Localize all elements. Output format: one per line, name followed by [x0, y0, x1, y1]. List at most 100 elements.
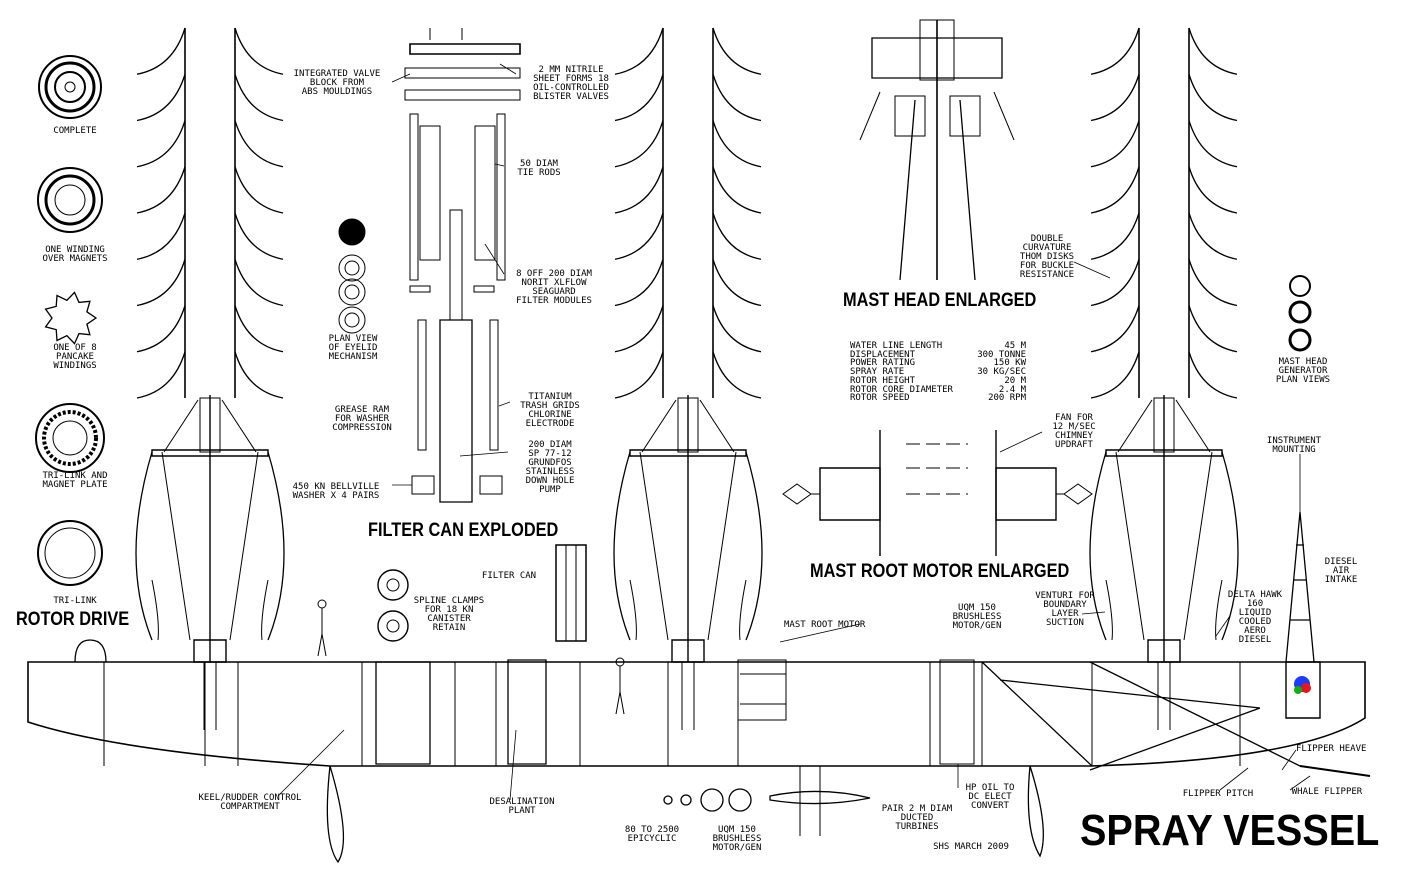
mast-root-motor-label: MAST ROOT MOTOR — [784, 620, 866, 630]
delta-hawk-engine — [1286, 662, 1320, 718]
double-curvature-label: DOUBLE CURVATURE THOM DISKS FOR BUCKLE R… — [1019, 234, 1075, 280]
mast-head-stays — [1118, 400, 1210, 452]
rotor-sail-disk-right — [235, 28, 283, 398]
mast-head-brace — [860, 92, 1014, 140]
rotor-sail-disk-left — [137, 28, 185, 398]
filter-can-label: FILTER CAN — [481, 571, 537, 581]
spec-value: 2.4 M — [998, 384, 1026, 395]
filter-modules-label: 8 OFF 200 DIAM NORIT XLFLOW SEAGUARD FIL… — [516, 269, 592, 306]
mast-head-bearing-right — [950, 96, 980, 136]
keel-compartment-label: KEEL/RUDDER CONTROL COMPARTMENT — [198, 793, 302, 812]
rotor-winding-mid — [46, 176, 94, 224]
spline-clamp-outer — [378, 611, 408, 641]
rotor-view-pancake-label: ONE OF 8 PANCAKE WINDINGS — [53, 343, 97, 371]
mast-head-stays — [642, 400, 734, 452]
rotor-skirt-inner-right — [262, 580, 268, 640]
filter-valve-block-top — [410, 44, 520, 54]
ducted-turbines-label: PAIR 2 M DIAM DUCTED TURBINES — [881, 804, 953, 832]
uqm-motor-gen-top-label: UQM 150 BRUSHLESS MOTOR/GEN — [952, 603, 1002, 631]
rotor-skirt-left — [1090, 452, 1106, 640]
epicyclic-label: 80 TO 2500 EPICYCLIC — [624, 825, 680, 844]
spec-row: SPRAY RATE 30 KG/SEC — [850, 368, 1026, 377]
rotor-complete-hub — [65, 82, 75, 92]
spec-label: ROTOR CORE DIAMETER — [850, 384, 953, 395]
leader-line — [485, 244, 504, 274]
leader-line — [460, 452, 508, 456]
tie-rods-label: 50 DIAM TIE RODS — [517, 159, 561, 178]
flipper-heave-label: FLIPPER HEAVE — [1296, 744, 1367, 754]
filter-module — [420, 126, 440, 260]
eyelid-disc-inner — [345, 285, 359, 299]
spline-clamp-outer — [378, 570, 408, 600]
rotor-skirt-right — [1222, 452, 1238, 640]
generator-plan-view — [1290, 330, 1310, 350]
leader-line — [1082, 612, 1105, 614]
spray-vessel-title: SPRAY VESSEL — [1080, 806, 1380, 855]
leader-line — [780, 624, 860, 642]
spec-value: 30 KG/SEC — [977, 367, 1026, 378]
rotor-view-winding-label: ONE WINDING OVER MAGNETS — [42, 245, 108, 264]
aft-rudder — [1028, 766, 1043, 856]
leader-line — [1074, 262, 1110, 278]
leader-line — [500, 64, 516, 74]
leader-line — [1000, 432, 1042, 452]
rotor-trilink-plate-outer — [36, 404, 104, 472]
rotor-drive-title: ROTOR DRIVE — [16, 609, 130, 630]
trash-grids-label: TITANIUM TRASH GRIDS CHLORINE ELECTRODE — [520, 392, 580, 429]
flipper-linkage — [982, 662, 1300, 770]
eyelid-label: PLAN VIEW OF EYELID MECHANISM — [328, 334, 378, 362]
epicyclic-gear — [729, 789, 751, 811]
epicyclic-gear — [681, 795, 691, 805]
rotor-trilink-inner — [45, 528, 95, 578]
keel-rudder — [327, 766, 343, 862]
leader-line — [1220, 768, 1248, 790]
rotor-sail-disk-right — [1189, 28, 1237, 398]
spec-row: ROTOR CORE DIAMETER 2.4 M — [850, 384, 1026, 395]
signature-label: SHS MARCH 2009 — [933, 842, 1009, 852]
filter-trash-grid — [418, 320, 426, 450]
rotor-sail-disk-left — [615, 28, 663, 398]
leader-line — [499, 402, 510, 406]
rotor-sail-disk-left — [1091, 28, 1139, 398]
fan-label: FAN FOR 12 M/SEC CHIMNEY UPDRAFT — [1052, 413, 1096, 450]
leader-line — [1290, 776, 1310, 790]
spec-label: ROTOR SPEED — [850, 393, 910, 404]
rotor-winding-inner — [55, 185, 85, 215]
filter-can-exploded-title: FILTER CAN EXPLODED — [368, 520, 559, 541]
nitrile-sheet-label: 2 MM NITRILE SHEET FORMS 18 OIL-CONTROLL… — [533, 65, 609, 102]
instrument-mounting-label: INSTRUMENT MOUNTING — [1266, 436, 1322, 455]
spec-value: 20 M — [1004, 375, 1026, 386]
eyelid-disc — [339, 255, 365, 281]
eyelid-disc-inner — [345, 313, 359, 327]
grease-ram-label: GREASE RAM FOR WASHER COMPRESSION — [332, 405, 392, 433]
whale-flipper — [1300, 766, 1370, 776]
rotor-winding-outer — [38, 168, 102, 232]
engine-block-red — [1301, 683, 1311, 693]
leader-line — [278, 730, 344, 796]
ducted-turbine-pod — [770, 791, 870, 803]
rotor-view-trilink-magnet-label: TRI-LINK AND MAGNET PLATE — [42, 471, 108, 490]
rotor-skirt-right — [746, 452, 762, 640]
spec-value: 300 TONNE — [977, 349, 1026, 360]
hull-generator-bay — [940, 660, 974, 764]
human-figure-body — [616, 666, 624, 714]
epicyclic-gear — [664, 796, 672, 804]
rotor-skirt-inner-right — [740, 580, 746, 640]
mast-head-cone — [900, 100, 975, 280]
eyelid-disc — [339, 307, 365, 333]
leader-line — [1282, 750, 1296, 770]
hp-oil-label: HP OIL TO DC ELECT CONVERT — [965, 783, 1015, 811]
spec-label: SPRAY RATE — [850, 367, 905, 378]
mast-head-bearing-left — [895, 96, 925, 136]
rotor-complete-mid — [46, 63, 94, 111]
rotor-complete-inner — [55, 72, 85, 102]
venturi-label: VENTURI FOR BOUNDARY LAYER SUCTION — [1035, 591, 1095, 628]
rotor-skirt-inner-right — [1216, 580, 1222, 640]
keel-compartment-dome — [75, 640, 106, 662]
generator-plan-view — [1290, 276, 1310, 296]
